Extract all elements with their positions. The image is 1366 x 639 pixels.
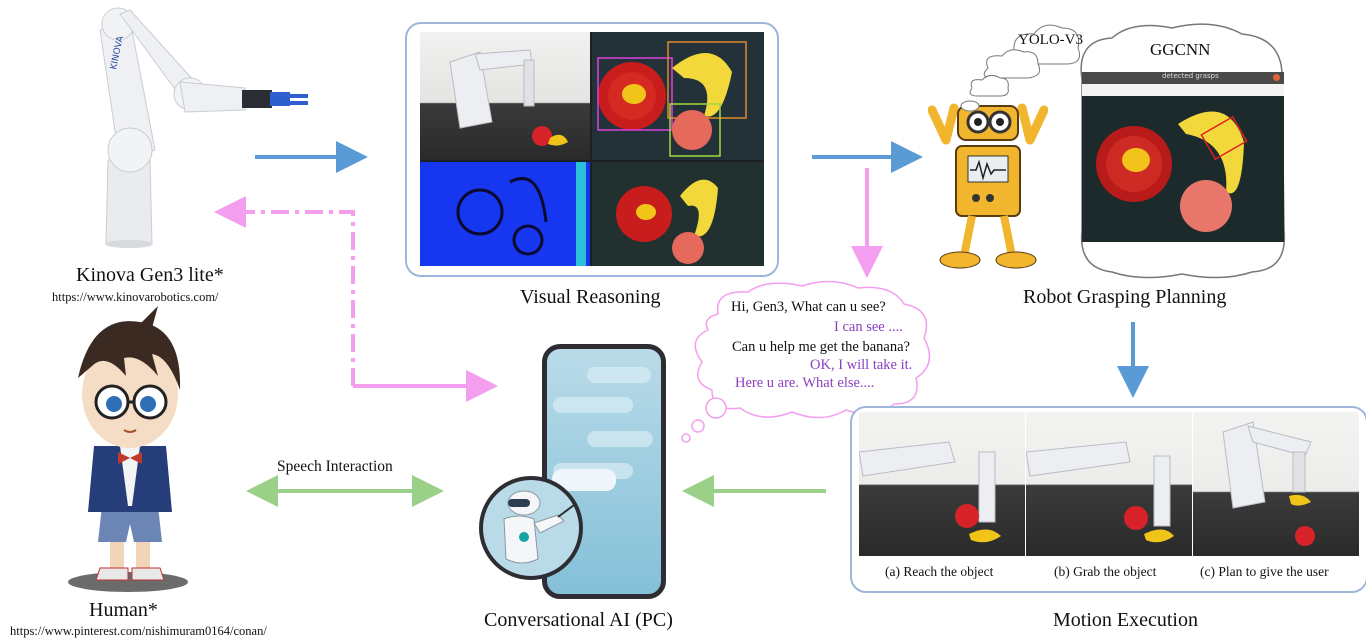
detection-photo (592, 32, 764, 160)
topview-photo (592, 162, 764, 266)
chat-bubble (587, 431, 653, 447)
kinova-label: Kinova Gen3 lite* (76, 264, 224, 286)
grasping-label: Robot Grasping Planning (1023, 286, 1227, 308)
ggcnn-label: GGCNN (1150, 40, 1211, 59)
chat-bubble (553, 397, 633, 413)
conversational-label: Conversational AI (PC) (484, 609, 673, 631)
motion-caption-c: (c) Plan to give the user (1200, 564, 1329, 579)
ggcnn-window-titlebar: detected grasps (1082, 72, 1284, 84)
visual-reasoning-grid (420, 32, 764, 266)
motion-caption-b: (b) Grab the object (1054, 564, 1157, 579)
dialogue-line-5: Here u are. What else.... (735, 375, 875, 391)
motion-label: Motion Execution (1053, 609, 1198, 631)
scene-photo (420, 32, 590, 160)
human-url: https://www.pinterest.com/nishimuram0164… (10, 624, 267, 638)
motion-photo-grab (1026, 412, 1192, 556)
motion-photo-give (1193, 412, 1359, 556)
ggcnn-window-title: detected grasps (1162, 72, 1219, 80)
yolo-label: YOLO-V3 (1018, 32, 1083, 48)
dialogue-line-1: Hi, Gen3, What can u see? (731, 299, 886, 315)
kinova-robot-arm-image: KINOVA (60, 0, 320, 250)
assistant-robot-avatar (478, 475, 584, 581)
dialogue-cloud (672, 278, 944, 448)
chat-bubble (587, 367, 651, 383)
yolo-thought-cloud (948, 12, 1088, 112)
human-label: Human* (89, 599, 158, 621)
visual-reasoning-label: Visual Reasoning (520, 286, 661, 308)
depth-map (420, 162, 590, 266)
chat-bubble-highlight (552, 469, 616, 491)
human-cartoon-image (40, 306, 215, 596)
motion-photo-reach (859, 412, 1025, 556)
kinova-url: https://www.kinovarobotics.com/ (52, 290, 219, 304)
ggcnn-window: detected grasps (1082, 72, 1284, 242)
dialogue-line-3: Can u help me get the banana? (732, 339, 910, 355)
motion-caption-a: (a) Reach the object (885, 564, 994, 579)
planning-robot-icon (927, 100, 1049, 272)
dialogue-line-2: I can see .... (834, 319, 903, 335)
window-close-icon (1273, 74, 1280, 81)
dialogue-line-4: OK, I will take it. (810, 357, 913, 373)
speech-label: Speech Interaction (277, 458, 393, 475)
